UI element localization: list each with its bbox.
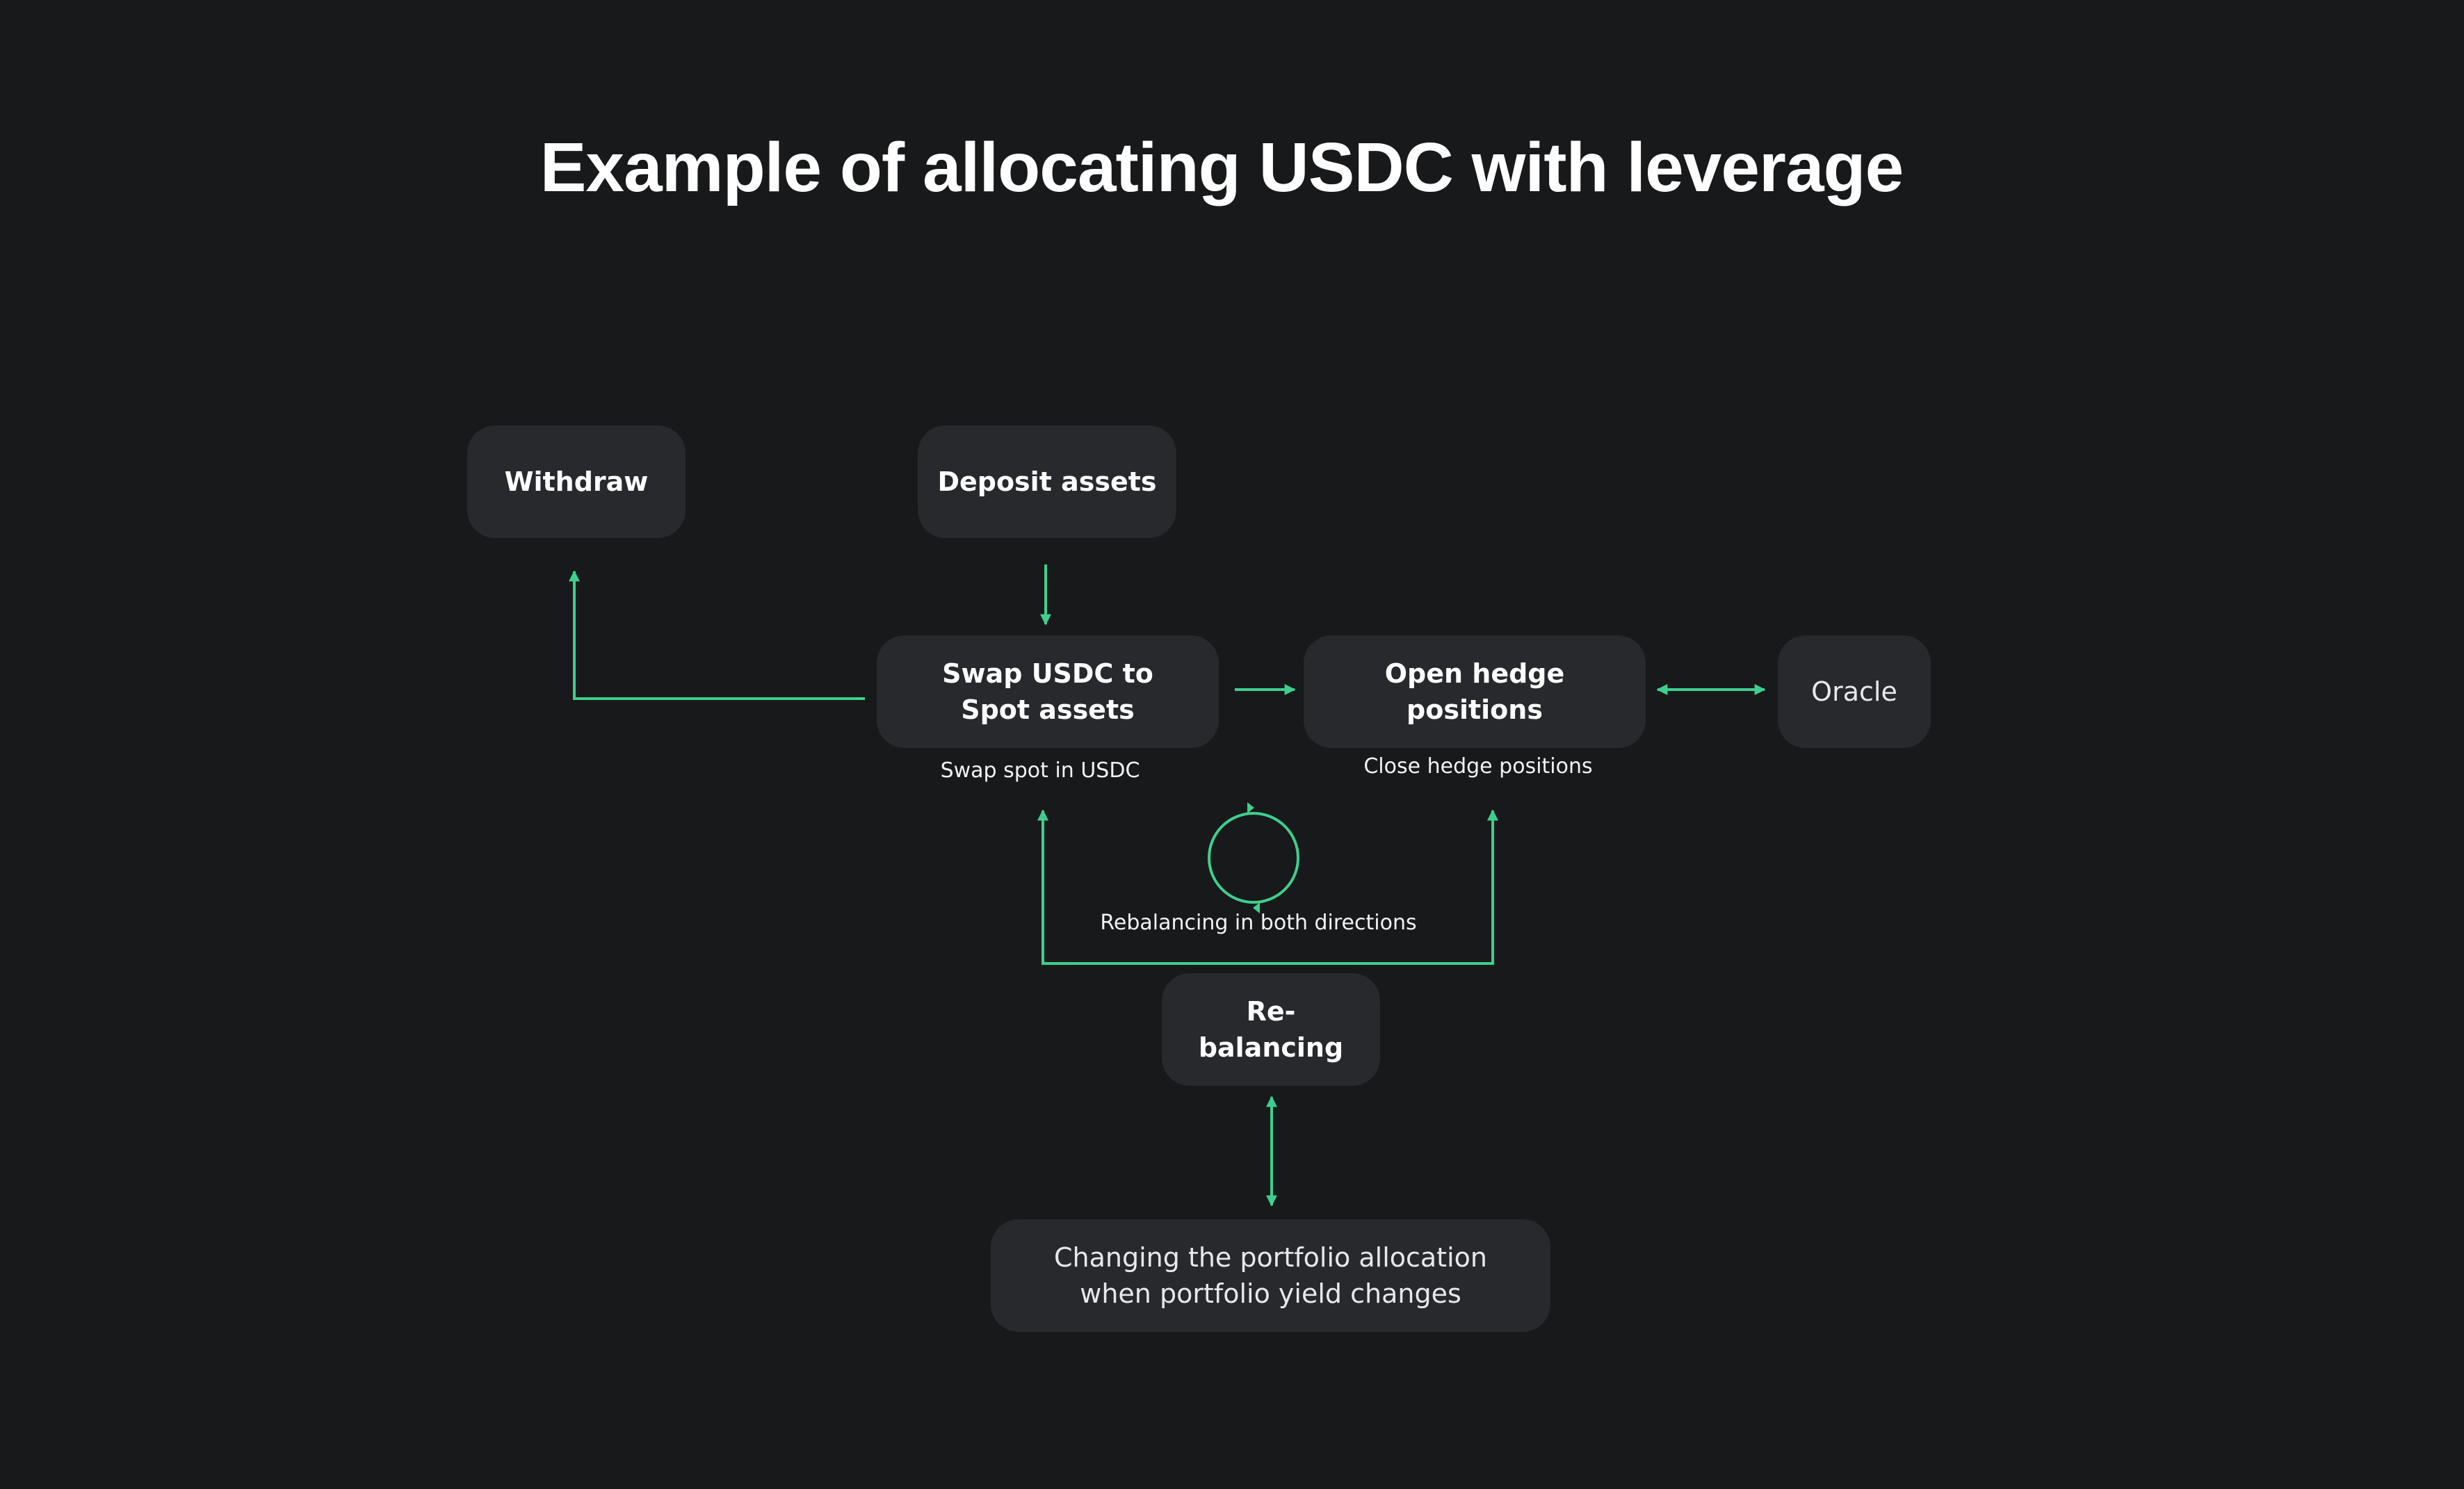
connector-swap-to-withdraw	[569, 570, 865, 700]
node-rebalancing: Re-balancing	[1162, 973, 1380, 1086]
node-open-hedge-label: Open hedge positions	[1384, 658, 1565, 725]
connector-rebalancing-to-swap	[1037, 809, 1272, 965]
node-swap-usdc: Swap USDC to Spot assets	[877, 635, 1219, 748]
diagram-title: Example of allocating USDC with leverage	[540, 129, 1904, 206]
node-rebalancing-label: Re-balancing	[1198, 996, 1344, 1063]
node-portfolio-allocation-label: Changing the portfolio allocation when p…	[1054, 1242, 1487, 1309]
caption-rebalancing-both-directions: Rebalancing in both directions	[1100, 911, 1417, 935]
node-portfolio-allocation: Changing the portfolio allocation when p…	[991, 1219, 1550, 1332]
node-oracle-label: Oracle	[1811, 676, 1897, 707]
rebalance-cycle-icon	[1208, 812, 1299, 904]
caption-close-hedge: Close hedge positions	[1363, 754, 1593, 779]
node-withdraw-label: Withdraw	[504, 466, 649, 497]
caption-swap-spot: Swap spot in USDC	[940, 758, 1140, 783]
connector-rebalancing-to-hedge	[1272, 809, 1498, 965]
node-deposit-assets: Deposit assets	[918, 425, 1176, 538]
node-deposit-assets-label: Deposit assets	[937, 466, 1157, 497]
node-open-hedge: Open hedge positions	[1304, 635, 1646, 748]
node-oracle: Oracle	[1778, 635, 1931, 748]
rebalance-cycle-arrowheads	[1247, 802, 1260, 913]
node-swap-usdc-label: Swap USDC to Spot assets	[942, 658, 1153, 725]
node-withdraw: Withdraw	[467, 425, 686, 538]
